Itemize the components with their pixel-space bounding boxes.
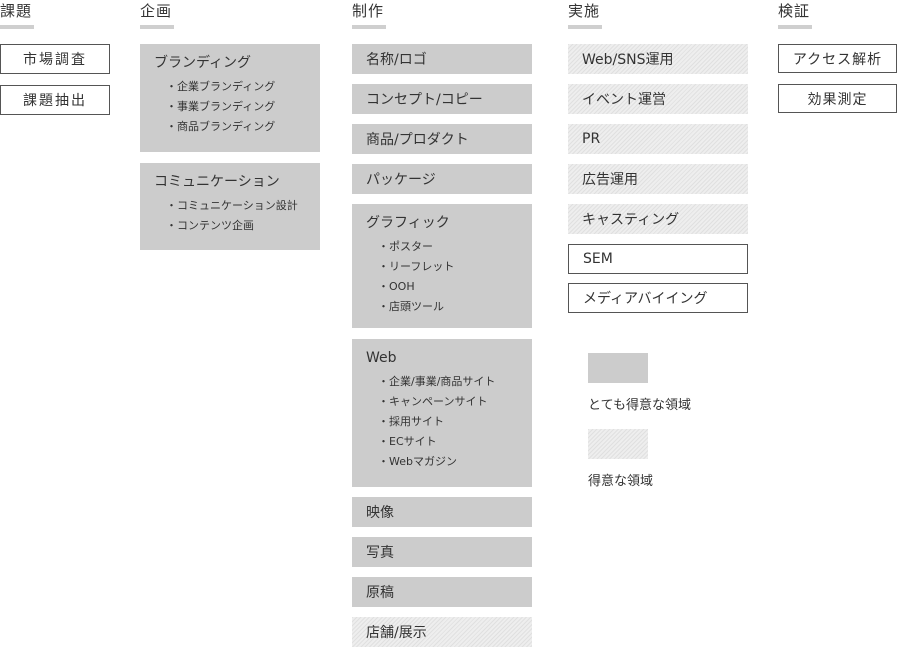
list-item: ・キャンペーンサイト — [378, 395, 488, 408]
item-casting: キャスティング — [568, 204, 748, 234]
group-list: ・コミュニケーション設計 ・コンテンツ企画 — [154, 196, 306, 236]
column-header-kikaku: 企画 — [140, 2, 173, 20]
list-item: ・採用サイト — [378, 415, 444, 428]
group-branding: ブランディング ・企業ブランディング ・事業ブランディング ・商品ブランディング — [140, 44, 320, 152]
legend-swatch-good — [588, 429, 648, 459]
item-store-exhibition: 店舗/展示 — [352, 617, 532, 647]
column-header-bar — [0, 25, 34, 29]
group-graphic: グラフィック ・ポスター ・リーフレット ・OOH ・店頭ツール — [352, 204, 532, 328]
item-ad-operation: 広告運用 — [568, 164, 748, 194]
item-market-research: 市場調査 — [0, 44, 110, 74]
item-effect-measurement: 効果測定 — [778, 84, 897, 113]
group-title: コミュニケーション — [154, 174, 280, 190]
list-item: ・OOH — [378, 280, 415, 293]
group-list: ・企業/事業/商品サイト ・キャンペーンサイト ・採用サイト ・ECサイト ・W… — [366, 372, 518, 472]
list-item: ・ECサイト — [378, 435, 437, 448]
group-web: Web ・企業/事業/商品サイト ・キャンペーンサイト ・採用サイト ・ECサイ… — [352, 339, 532, 487]
column-header-bar — [140, 25, 174, 29]
column-header-kensho: 検証 — [778, 2, 811, 20]
list-item: ・リーフレット — [378, 260, 455, 273]
group-title: ブランディング — [154, 55, 252, 71]
column-header-bar — [568, 25, 602, 29]
group-list: ・ポスター ・リーフレット ・OOH ・店頭ツール — [366, 237, 518, 317]
list-item: ・商品ブランディング — [166, 120, 276, 133]
item-product: 商品/プロダクト — [352, 124, 532, 154]
column-header-bar — [778, 25, 812, 29]
item-video: 映像 — [352, 497, 532, 527]
item-web-sns-operation: Web/SNS運用 — [568, 44, 748, 74]
legend-label-good: 得意な領域 — [588, 474, 654, 489]
list-item: ・事業ブランディング — [166, 100, 276, 113]
list-item: ・Webマガジン — [378, 455, 457, 468]
item-issue-extraction: 課題抽出 — [0, 85, 110, 115]
list-item: ・ポスター — [378, 240, 433, 253]
item-sem: SEM — [568, 244, 748, 274]
list-item: ・コンテンツ企画 — [166, 219, 254, 232]
item-event-operation: イベント運営 — [568, 84, 748, 114]
column-header-kadai: 課題 — [0, 2, 33, 20]
column-header-seisaku: 制作 — [352, 2, 385, 20]
group-title: Web — [366, 350, 397, 366]
item-package: パッケージ — [352, 164, 532, 194]
legend-swatch-strong — [588, 353, 648, 383]
column-header-jisshi: 実施 — [568, 2, 601, 20]
column-header-bar — [352, 25, 386, 29]
group-communication: コミュニケーション ・コミュニケーション設計 ・コンテンツ企画 — [140, 163, 320, 250]
list-item: ・店頭ツール — [378, 300, 444, 313]
item-access-analysis: アクセス解析 — [778, 44, 897, 73]
list-item: ・企業ブランディング — [166, 80, 276, 93]
item-manuscript: 原稿 — [352, 577, 532, 607]
legend-label-strong: とても得意な領域 — [588, 398, 691, 413]
list-item: ・企業/事業/商品サイト — [378, 375, 496, 388]
list-item: ・コミュニケーション設計 — [166, 199, 298, 212]
group-title: グラフィック — [366, 215, 450, 231]
item-media-buying: メディアバイイング — [568, 283, 748, 313]
item-pr: PR — [568, 124, 748, 154]
item-photo: 写真 — [352, 537, 532, 567]
item-name-logo: 名称/ロゴ — [352, 44, 532, 74]
group-list: ・企業ブランディング ・事業ブランディング ・商品ブランディング — [154, 77, 306, 137]
item-concept-copy: コンセプト/コピー — [352, 84, 532, 114]
